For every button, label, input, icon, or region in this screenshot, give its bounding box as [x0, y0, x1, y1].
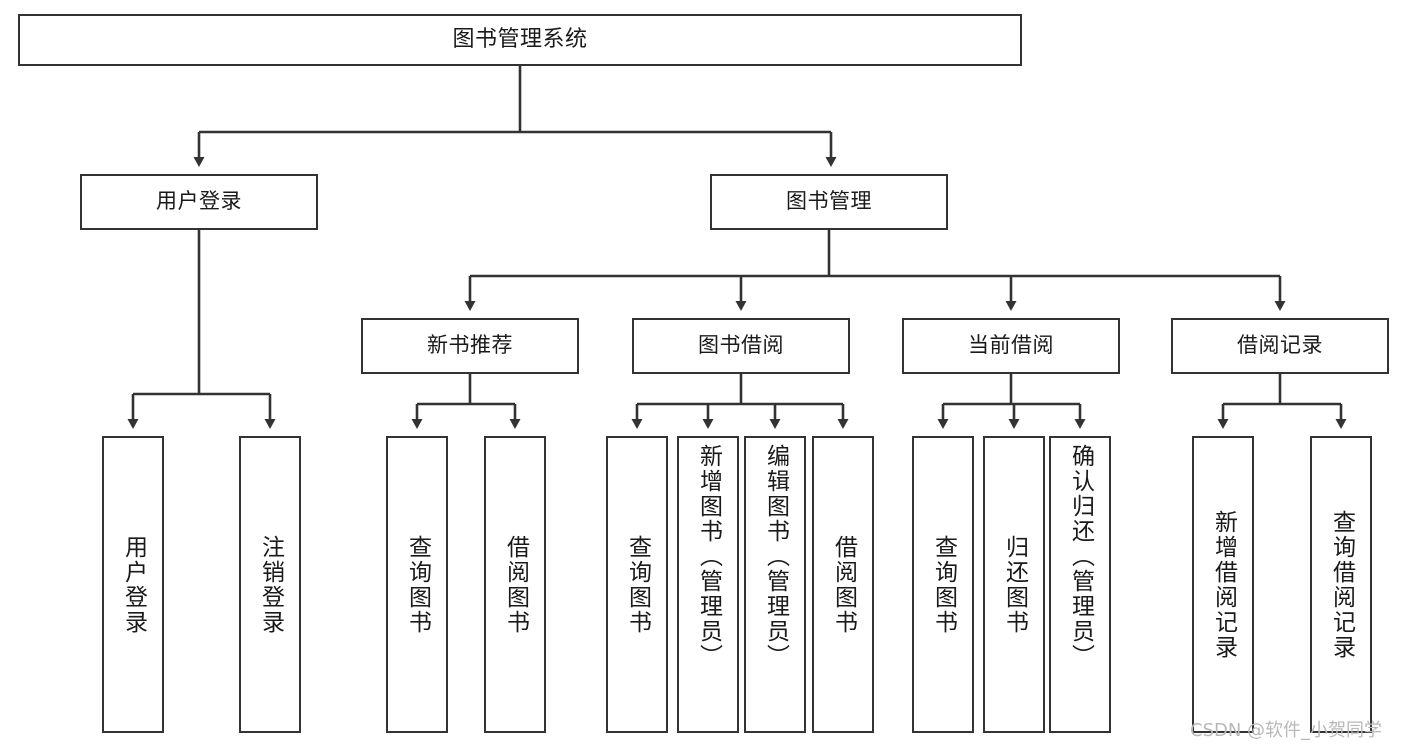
- node-label: 新增图书（管理员）: [695, 444, 722, 669]
- node-root-system[interactable]: 图书管理系统: [18, 14, 1022, 66]
- node-leaf-add-book[interactable]: 新增图书（管理员）: [677, 436, 739, 733]
- node-leaf-return-book[interactable]: 归还图书: [983, 436, 1045, 733]
- node-label: 图书借阅: [698, 333, 784, 358]
- node-book-borrow[interactable]: 图书借阅: [632, 318, 850, 374]
- node-label: 借阅图书: [502, 534, 529, 635]
- node-leaf-query-book-3[interactable]: 查询图书: [912, 436, 974, 733]
- node-leaf-borrow-book-1[interactable]: 借阅图书: [484, 436, 546, 733]
- node-label: 查询图书: [930, 534, 957, 635]
- node-label: 确认归还（管理员）: [1067, 444, 1094, 669]
- node-leaf-logout-login[interactable]: 注销登录: [239, 436, 301, 733]
- node-user-login[interactable]: 用户登录: [80, 174, 318, 230]
- node-label: 查询图书: [404, 534, 431, 635]
- node-leaf-query-borrow-record[interactable]: 查询借阅记录: [1310, 436, 1372, 733]
- node-label: 查询图书: [624, 534, 651, 635]
- node-leaf-add-borrow-record[interactable]: 新增借阅记录: [1192, 436, 1254, 733]
- node-label: 借阅记录: [1237, 333, 1323, 358]
- node-label: 注销登录: [257, 534, 284, 635]
- node-leaf-query-book-1[interactable]: 查询图书: [386, 436, 448, 733]
- node-current-borrow[interactable]: 当前借阅: [902, 318, 1120, 374]
- node-leaf-confirm-return[interactable]: 确认归还（管理员）: [1049, 436, 1111, 733]
- node-book-management[interactable]: 图书管理: [710, 174, 948, 230]
- node-leaf-user-login[interactable]: 用户登录: [102, 436, 164, 733]
- node-label: 图书管理: [786, 189, 872, 214]
- node-label: 借阅图书: [830, 534, 857, 635]
- node-leaf-edit-book[interactable]: 编辑图书（管理员）: [744, 436, 806, 733]
- node-label: 用户登录: [156, 189, 242, 214]
- node-leaf-borrow-book-2[interactable]: 借阅图书: [812, 436, 874, 733]
- node-label: 查询借阅记录: [1328, 509, 1355, 660]
- node-label: 新增借阅记录: [1210, 509, 1237, 660]
- node-new-book-recommend[interactable]: 新书推荐: [361, 318, 579, 374]
- csdn-watermark: CSDN @软件_小贺同学: [1190, 720, 1383, 741]
- node-label: 当前借阅: [968, 333, 1054, 358]
- node-label: 归还图书: [1001, 534, 1028, 635]
- node-label: 用户登录: [120, 534, 147, 635]
- node-borrow-record[interactable]: 借阅记录: [1171, 318, 1389, 374]
- node-label: 图书管理系统: [452, 26, 588, 52]
- node-label: 新书推荐: [427, 333, 513, 358]
- node-leaf-query-book-2[interactable]: 查询图书: [606, 436, 668, 733]
- node-label: 编辑图书（管理员）: [762, 444, 789, 669]
